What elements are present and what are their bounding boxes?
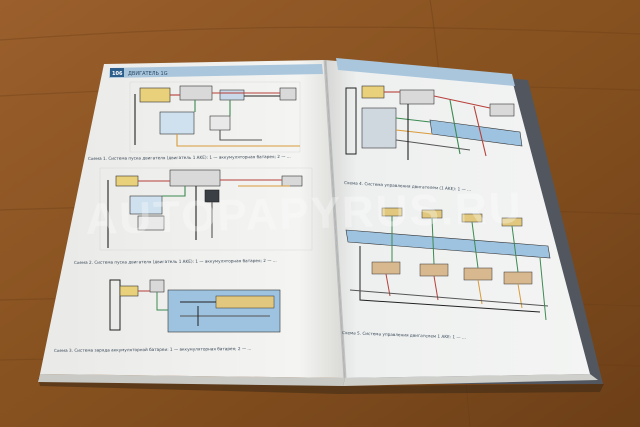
- left-page-edge: [38, 374, 345, 386]
- left-page-number-box: [110, 68, 124, 77]
- left-page-number: 106: [112, 71, 123, 77]
- left-caption-2: Схема 2. Система пуска двигателя (двигат…: [74, 258, 277, 265]
- right-diagram-1: [345, 85, 523, 160]
- left-caption-1: Схема 1. Система пуска двигателя (двигат…: [88, 154, 291, 161]
- left-diagram-1: [129, 81, 301, 153]
- gutter-shadow: [323, 59, 347, 379]
- watermark-text: AUTOPAPYRUS.RU: [85, 184, 523, 244]
- right-diagram-2: [345, 207, 551, 321]
- left-header-label: ДВИГАТЕЛЬ 1G: [128, 71, 168, 77]
- left-caption-3: Схема 3. Система заряда аккумуляторной б…: [54, 346, 251, 353]
- left-diagram-3: [109, 279, 281, 333]
- left-diagram-2: [99, 167, 313, 251]
- left-header: 106 ДВИГАТЕЛЬ 1G: [109, 64, 323, 78]
- right-header: [336, 58, 515, 86]
- right-caption-2: Схема 5. Система управления двигателем 1…: [342, 330, 466, 340]
- right-page-edge: [343, 374, 598, 386]
